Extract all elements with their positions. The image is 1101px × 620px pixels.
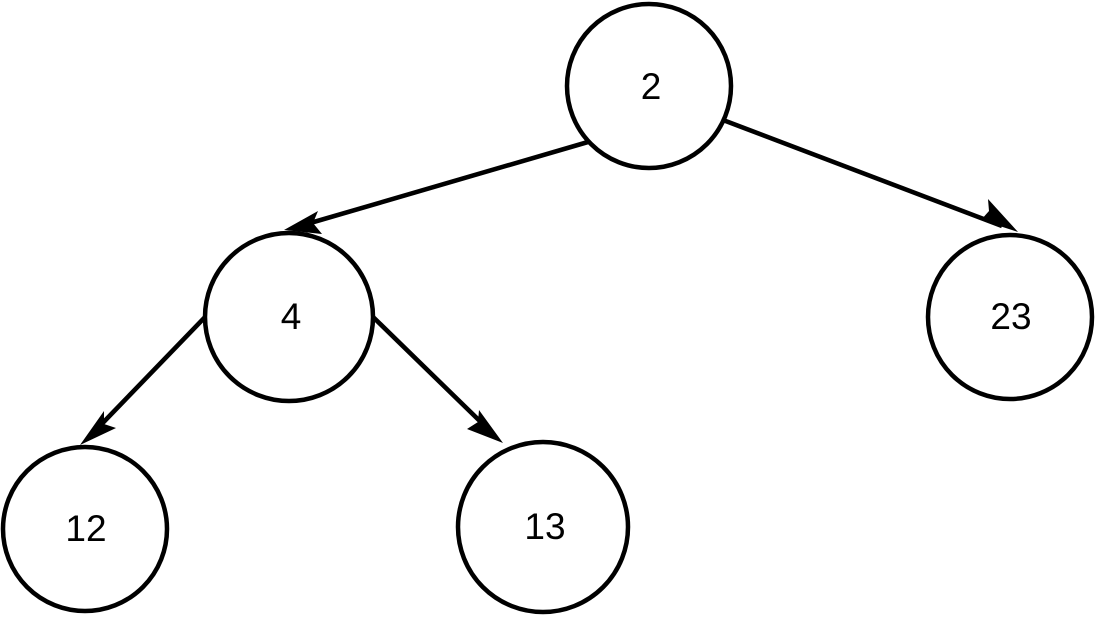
tree-node-2[interactable]: 2 — [564, 1, 734, 171]
tree-node-12[interactable]: 12 — [0, 444, 170, 614]
tree-node-12-label: 12 — [65, 508, 106, 549]
tree-node-2-circle — [564, 1, 734, 171]
tree-node-4-circle — [202, 230, 376, 404]
tree-node-13[interactable]: 13 — [455, 439, 631, 615]
tree-node-4[interactable]: 4 — [202, 230, 376, 404]
edge-2-to-23[interactable] — [722, 117, 1018, 232]
tree-node-12-circle — [0, 444, 170, 614]
tree-node-13-circle — [455, 439, 631, 615]
edge-2-to-4-arrowhead — [284, 211, 322, 234]
edge-4-to-13-line — [370, 314, 490, 431]
tree-node-23[interactable]: 23 — [925, 232, 1095, 402]
edge-2-to-23-arrowhead — [981, 199, 1018, 232]
tree-node-13-label: 13 — [524, 506, 565, 547]
edge-2-to-4-line — [299, 139, 589, 229]
edge-2-to-4[interactable] — [284, 139, 589, 234]
edge-4-to-12-line — [92, 312, 210, 434]
edge-4-to-13-arrowhead — [467, 410, 503, 443]
tree-node-2-label: 2 — [641, 66, 662, 107]
edge-2-to-23-line — [722, 117, 1003, 229]
tree-node-23-circle — [925, 232, 1095, 402]
tree-node-4-label: 4 — [281, 296, 302, 337]
edge-4-to-13[interactable] — [370, 314, 503, 443]
edge-4-to-12[interactable] — [80, 312, 210, 445]
edges-group — [80, 117, 1018, 445]
edge-4-to-12-arrowhead — [80, 411, 116, 445]
tree-node-23-label: 23 — [990, 296, 1031, 337]
